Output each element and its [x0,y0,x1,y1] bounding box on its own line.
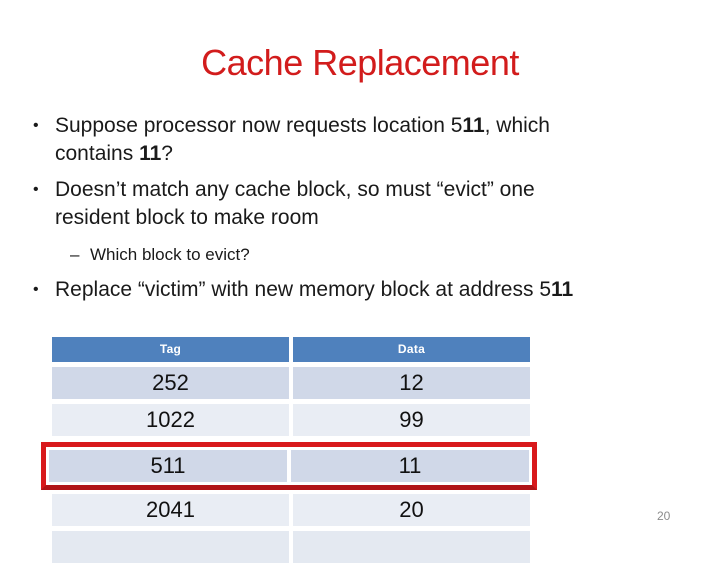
tag-cell-empty [52,531,289,563]
evict-highlight-box: 511 11 [41,442,537,490]
tag-cell: 1022 [52,404,289,436]
data-cell: 99 [293,404,530,436]
data-cell: 11 [291,450,529,482]
bullet-icon: • [33,281,39,298]
bullet-3-text: Replace “victim” with new memory block a… [55,278,574,301]
table-row-partial [52,531,530,563]
table-header-data: Data [293,337,530,362]
data-cell: 20 [293,494,530,526]
bullet-1-text: Suppose processor now requests location … [55,114,550,165]
page-number: 20 [657,509,671,523]
slide-title: Cache Replacement [201,42,519,83]
table-header-row: Tag Data [52,337,530,362]
dash-bullet-icon: – [70,245,80,264]
bullet-item-1: • Suppose processor now requests locatio… [33,112,694,168]
data-cell-empty [293,531,530,563]
tag-cell: 252 [52,367,289,399]
sub-bullet-item-1: – Which block to evict? [70,243,694,267]
bullet-2-text: Doesn’t match any cache block, so must “… [55,178,535,229]
tag-cell: 511 [49,450,287,482]
bullet-icon: • [33,117,39,134]
sub-bullet-1-text: Which block to evict? [90,245,250,264]
bullet-item-2: • Doesn’t match any cache block, so must… [33,176,694,232]
data-cell: 12 [293,367,530,399]
cache-table: Tag Data 252 12 1022 99 511 11 2041 20 [41,337,537,563]
table-row: 1022 99 [52,404,530,436]
bullet-item-3: • Replace “victim” with new memory block… [33,276,694,304]
bullet-icon: • [33,181,39,198]
tag-cell: 2041 [52,494,289,526]
table-row: 252 12 [52,367,530,399]
table-header-tag: Tag [52,337,289,362]
table-row-highlighted: 511 11 [49,450,529,482]
table-row: 2041 20 [52,494,530,526]
